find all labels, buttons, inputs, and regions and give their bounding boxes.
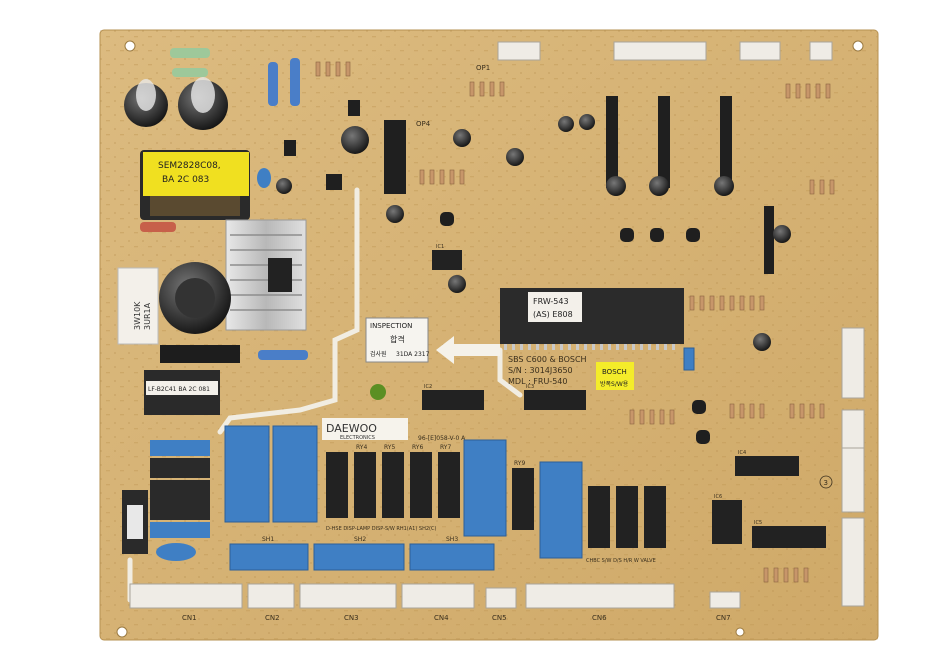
sub-transformer: LF-B2C41 BA 2C 081 <box>144 370 220 415</box>
heater-sh3: SH3 <box>446 536 458 543</box>
board-info: SBS C600 & BOSCH S/N : 3014J3650 MDL : F… <box>508 355 587 386</box>
circle-mark <box>819 475 833 489</box>
chip-label-3: IC3 <box>526 384 534 390</box>
logo-text: DAEWOO <box>326 422 377 435</box>
capacitors-top-left <box>124 77 228 130</box>
varistor: 3W10K 3UR1A <box>117 267 159 345</box>
small-capacitors <box>276 114 791 351</box>
board-info-2: S/N : 3014J3650 <box>508 366 573 375</box>
small-ics <box>422 250 826 548</box>
varistor-label-1: 3W10K <box>133 301 142 330</box>
connector-label-cn3: CN3 <box>344 614 359 622</box>
board-info-3: MDL : FRU-540 <box>508 377 567 386</box>
connector-label-cn6: CN6 <box>592 614 607 622</box>
bar-component <box>160 345 240 363</box>
relay-label-ry9: RY9 <box>514 460 525 467</box>
relay-label-ry6: RY6 <box>412 444 423 451</box>
transistors <box>284 100 710 444</box>
black-relays <box>326 452 666 548</box>
chip-label-1: IC1 <box>436 244 444 250</box>
mounting-holes <box>116 40 864 638</box>
transformer-label-1: SEM2828C08, <box>158 161 221 171</box>
connector-label-cn7: CN7 <box>716 614 731 622</box>
fuse-block <box>122 440 210 561</box>
large-capacitor <box>159 262 231 334</box>
bottom-connectors <box>129 583 741 609</box>
blue-resistor <box>258 350 308 360</box>
inspection-title: INSPECTION <box>370 322 412 330</box>
relay-labels: RY4 RY5 RY6 RY7 RY9 <box>356 444 525 467</box>
op-label-2: OP4 <box>416 120 431 128</box>
heater-labels: SH1 SH2 SH3 <box>262 536 458 543</box>
relay-caption: D-HSE DISP-LAMP DISP-S/W RH1(A1) SH2(C) <box>326 526 436 532</box>
coils <box>150 458 210 520</box>
resistor-arrays <box>315 61 835 583</box>
circle-mark-text: 3 <box>824 479 828 487</box>
bosch-label: BOSCH <box>602 368 627 376</box>
resistors-top <box>170 48 300 106</box>
inspection-stamp-2: 검사원 <box>370 350 387 358</box>
blue-relays <box>224 347 695 571</box>
heater-sh2: SH2 <box>354 536 366 543</box>
chip-label-2: IC2 <box>424 384 432 390</box>
op-label-1: OP1 <box>476 64 490 72</box>
chip-label-6: IC6 <box>714 494 722 500</box>
bosch-sub-label: 방폭S/W용 <box>600 380 629 388</box>
chip-labels: IC1 IC2 IC3 IC4 IC5 IC6 <box>424 244 762 526</box>
bosch-sticker: BOSCH 방폭S/W용 <box>596 362 634 390</box>
right-connectors <box>841 327 865 607</box>
logo-sub: ELECTRONICS <box>340 435 375 441</box>
varistor-label-2: 3UR1A <box>143 302 152 330</box>
green-marker <box>370 384 386 400</box>
relay-row-caption: CHBC S/W D/S H/R W VALVE <box>586 558 656 564</box>
chip-label-5: IC5 <box>754 520 762 526</box>
pcb-code: 96-[E]058-V-0 A <box>418 435 466 442</box>
op-labels: OP1 OP4 <box>416 64 490 128</box>
inspection-stamp-3: 31DA 2317 <box>396 351 430 358</box>
relay-label-ry7: RY7 <box>440 444 451 451</box>
heater-sh1: SH1 <box>262 536 274 543</box>
board-info-1: SBS C600 & BOSCH <box>508 355 587 364</box>
daewoo-logo: DAEWOO ELECTRONICS <box>322 418 408 441</box>
main-ic-label-1: FRW-543 <box>533 297 569 306</box>
pcb-texture <box>100 30 878 640</box>
arrow-marking <box>436 336 500 364</box>
inspection-sticker: INSPECTION 합격 검사원 31DA 2317 <box>365 317 430 363</box>
transformer: SEM2828C08, BA 2C 083 <box>140 150 250 220</box>
relay-label-ry5: RY5 <box>384 444 395 451</box>
connector-labels: CN1 CN2 CN3 CN4 CN5 CN6 CN7 <box>182 614 731 622</box>
chip-label-4: IC4 <box>738 450 746 456</box>
connector-label-cn4: CN4 <box>434 614 449 622</box>
red-resistor <box>140 222 176 232</box>
heatsink <box>225 219 307 331</box>
top-connectors <box>497 41 833 61</box>
inspection-stamp-1: 합격 <box>390 334 405 344</box>
main-ic-label-2: (AS) E808 <box>533 310 573 319</box>
relay-label-ry4: RY4 <box>356 444 367 451</box>
blue-cap <box>257 168 271 188</box>
tall-components <box>384 96 774 274</box>
main-ic: FRW-543 (AS) E808 <box>500 288 684 350</box>
sub-transformer-label: LF-B2C41 BA 2C 081 <box>148 386 210 393</box>
transformer-label-2: BA 2C 083 <box>162 175 209 185</box>
connector-label-cn5: CN5 <box>492 614 507 622</box>
connector-label-cn2: CN2 <box>265 614 280 622</box>
connector-label-cn1: CN1 <box>182 614 197 622</box>
